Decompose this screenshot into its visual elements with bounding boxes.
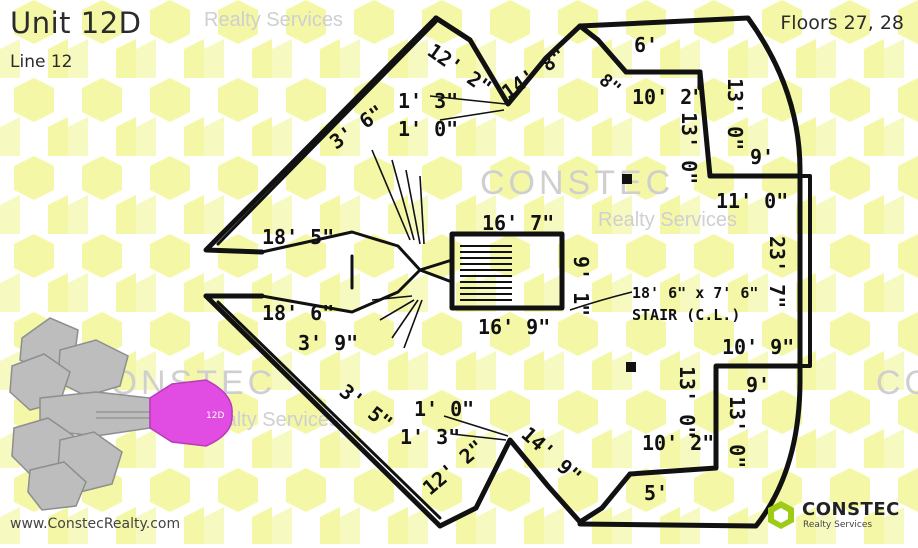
wall-bay [798, 174, 812, 368]
dim-left-18-5: 18' 5" [262, 225, 334, 249]
dim-top-9: 9' [750, 145, 774, 169]
stair-note-size: 18' 6" x 7' 6" [632, 284, 758, 302]
dim-left-3-9: 3' 9" [298, 331, 358, 355]
website-link[interactable]: www.ConstecRealty.com [10, 516, 181, 532]
keyplan-highlighted-unit [149, 379, 233, 447]
plan-column-upper [622, 174, 632, 184]
stair-enclosure [449, 231, 565, 311]
dim-stair-side: 9' 1" [569, 256, 593, 316]
dim-top-room-d: 13' 0" [677, 112, 701, 184]
brand-logo: CONSTEC Realty Services [766, 498, 906, 532]
watermark-sub-center: Realty Services [598, 209, 737, 231]
leader-lines [371, 95, 633, 441]
brand-name: CONSTEC [802, 499, 900, 520]
dim-bottom-room-e: 13' 0" [725, 396, 749, 468]
wall-hall-link [418, 258, 454, 284]
plan-column-lower [626, 362, 636, 372]
wall-bottom-diamond [437, 437, 633, 529]
wall-right-curve [577, 15, 803, 529]
brand-hex-icon [768, 501, 794, 529]
dim-stair-top: 16' 7" [482, 211, 554, 235]
wall-upper-left [203, 15, 439, 255]
dim-bottom-1-3: 1' 3" [400, 425, 460, 449]
watermark-sub-top: Realty Services [204, 9, 343, 31]
watermark-word-right: CONSTEC [876, 364, 918, 402]
wall-upper-left-inner [216, 20, 438, 246]
wall-lower-room [627, 363, 803, 477]
dim-bottom-room-d: 13' 0" [675, 366, 699, 438]
dim-bottom-room-w: 10' 2" [642, 431, 714, 455]
wall-lower-left-inner [216, 300, 442, 520]
dim-left-1-3: 1' 3" [398, 89, 458, 113]
wall-lower-left [203, 293, 443, 529]
keyplan-unit-tag: 12D [206, 411, 224, 421]
watermark-sub-left: Realty Services [200, 409, 339, 431]
dim-top-room-e: 13' 0" [723, 78, 747, 150]
floors-label: Floors 27, 28 [780, 12, 904, 34]
plan-walls [203, 15, 812, 529]
watermark-word-center: CONSTEC [480, 164, 674, 202]
dim-right-23-7: 23' 7" [765, 236, 789, 308]
dim-bottom-closet: 5' [644, 481, 668, 505]
dim-top-room-w: 10' 2" [632, 85, 704, 109]
dim-stair-bottom: 16' 9" [478, 315, 550, 339]
dim-left-18-6: 18' 6" [262, 301, 334, 325]
dim-top-closet: 6' [634, 33, 658, 57]
unit-title: Unit 12D [10, 6, 142, 40]
dim-bottom-1-0: 1' 0" [414, 397, 474, 421]
dim-bottom-9: 9' [746, 373, 770, 397]
dim-left-1-0: 1' 0" [398, 117, 458, 141]
stair-treads [460, 245, 512, 301]
line-label: Line 12 [10, 52, 73, 72]
key-plan: 12D [9, 317, 233, 511]
keyplan-corridor [96, 411, 152, 419]
wall-top-edge [433, 15, 473, 43]
wall-upper-room [623, 69, 803, 179]
keyplan-wing-bottom [27, 461, 87, 511]
brand-tagline: Realty Services [803, 520, 873, 530]
stair-note-label: STAIR (C.L.) [632, 306, 740, 324]
dim-right-10-9: 10' 9" [722, 335, 794, 359]
dim-top-11: 11' 0" [716, 189, 788, 213]
